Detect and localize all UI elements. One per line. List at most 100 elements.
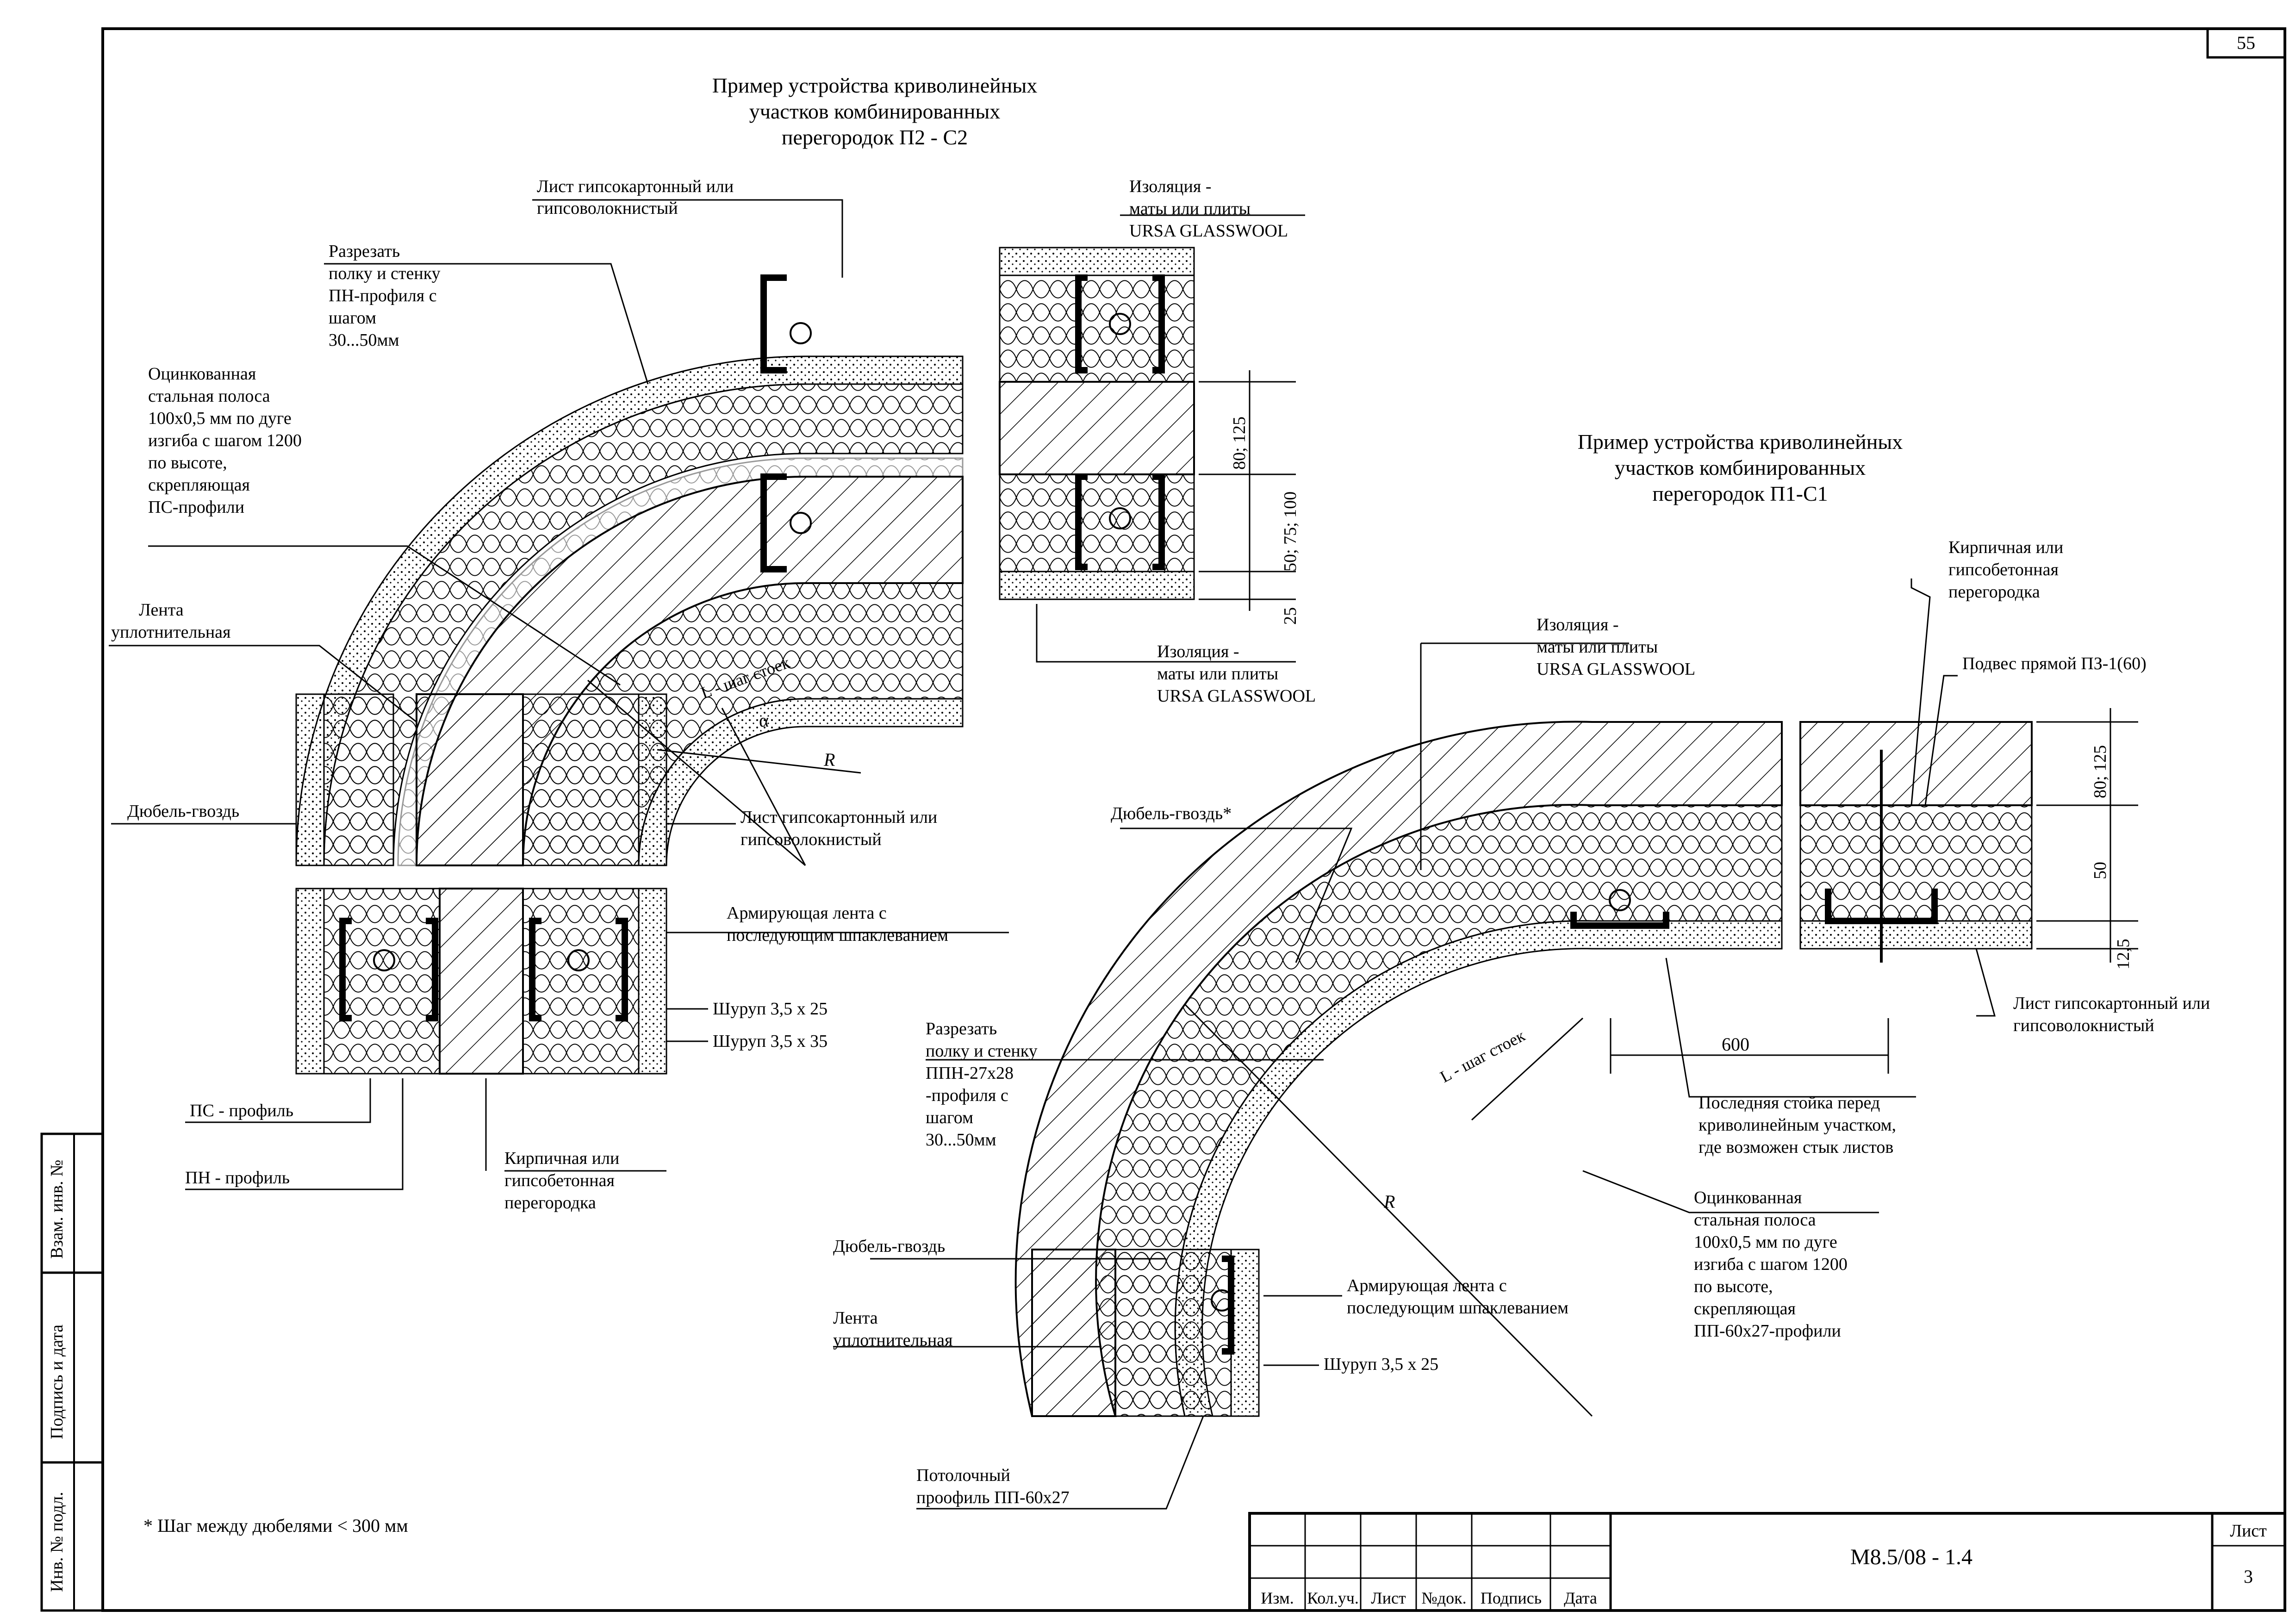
left-label-screw-2: Шуруп 3,5 х 35 <box>713 1032 828 1051</box>
right-label-dowel: Дюбель-гвоздь* <box>1111 804 1232 823</box>
left-label-gkl-bottom-2: гипсоволокнистый <box>740 830 882 849</box>
left-label-tape-2: уплотнительная <box>111 622 231 642</box>
right-label-ins-2: маты или плиты <box>1537 637 1658 657</box>
left-label-strip-3: 100х0,5 мм по дуге <box>148 409 292 428</box>
right-label-strip-7: ПП-60х27-профили <box>1694 1321 1841 1341</box>
right-label-ceiling-1: Потолочный <box>916 1466 1010 1485</box>
left-dim-1: 80; 125 <box>1230 417 1249 470</box>
left-label-brick-3: перегородка <box>504 1193 596 1213</box>
sheet-border <box>101 27 2286 1612</box>
left-label-strip-4: изгиба с шагом 1200 <box>148 431 302 450</box>
tb-col-list: Лист <box>1371 1589 1406 1607</box>
tb-col-ndok: №док. <box>1421 1589 1466 1607</box>
left-label-gkl-top-2: гипсоволокнистый <box>537 199 678 218</box>
title-block: Изм. Кол.уч. Лист №док. Подпись Дата М8.… <box>1248 1512 2286 1612</box>
right-label-hanger: Подвес прямой ПЗ-1(60) <box>1962 654 2147 673</box>
right-label-brick-3: перегородка <box>1948 582 2040 602</box>
left-label-brick-1: Кирпичная или <box>504 1149 619 1168</box>
footnote: * Шаг между дюбелями < 300 мм <box>143 1515 408 1536</box>
stamp-orig-inv: Инв. № подл. <box>47 1492 67 1592</box>
right-detail: Пример устройства криволинейных участков… <box>833 430 2210 1510</box>
right-title-2: участков комбинированных <box>1615 456 1866 479</box>
left-plan-section <box>295 888 667 1075</box>
right-label-strip-1: Оцинкованная <box>1694 1188 1802 1207</box>
left-leaders <box>109 199 1305 1190</box>
left-dimensions: 80; 125 50; 75; 100 25 <box>1199 370 1300 625</box>
left-label-gkl-top-1: Лист гипсокартонный или <box>537 177 734 196</box>
left-label-pn: ПН - профиль <box>185 1168 290 1188</box>
right-label-strip-2: стальная полоса <box>1694 1210 1816 1230</box>
tb-sheet-number: 3 <box>2244 1566 2253 1587</box>
left-dim-3: 25 <box>1281 607 1300 625</box>
tb-col-podpis: Подпись <box>1481 1589 1542 1607</box>
left-label-reinforce-2: последующим шпаклеванием <box>727 926 948 945</box>
right-label-tape-1: Лента <box>833 1308 878 1328</box>
left-label-strip-2: стальная полоса <box>148 386 270 406</box>
right-label-reinforce-1: Армирующая лента с <box>1347 1276 1507 1295</box>
right-title-3: перегородок П1-С1 <box>1652 482 1828 505</box>
right-vertical-section <box>1031 1249 1260 1417</box>
right-label-strip-6: скрепляющая <box>1694 1299 1796 1318</box>
right-label-cut-3: ППН-27х28 <box>926 1063 1014 1083</box>
left-label-cut-2: полку и стенку <box>329 264 441 283</box>
tb-code: М8.5/08 - 1.4 <box>1850 1545 1972 1569</box>
right-label-strip-4: изгиба с шагом 1200 <box>1694 1255 1848 1274</box>
page-number: 55 <box>2237 32 2255 53</box>
right-label-cut-2: полку и стенку <box>926 1041 1038 1061</box>
left-label-ins-top-3: URSA GLASSWOOL <box>1129 221 1288 241</box>
left-label-ins-top-1: Изоляция - <box>1129 177 1211 196</box>
left-label-strip-5: по высоте, <box>148 453 227 473</box>
right-label-ins-3: URSA GLASSWOOL <box>1537 659 1695 679</box>
left-label-cut-1: Разрезать <box>329 242 400 261</box>
left-label-strip-6: скрепляющая <box>148 475 250 495</box>
right-label-strip-3: 100х0,5 мм по дуге <box>1694 1232 1837 1252</box>
right-label-ins-1: Изоляция - <box>1537 615 1618 634</box>
left-label-cut-3: ПН-профиля с <box>329 286 437 305</box>
left-title-2: участков комбинированных <box>749 99 1000 123</box>
left-label-ins-bottom-3: URSA GLASSWOOL <box>1157 686 1316 706</box>
right-label-last-stud-1: Последняя стойка перед <box>1699 1093 1880 1113</box>
right-radius-label: R <box>1383 1191 1395 1212</box>
left-label-ps: ПС - профиль <box>190 1101 293 1120</box>
left-label-cut-4: шагом <box>329 308 376 328</box>
left-label-ins-bottom-1: Изоляция - <box>1157 642 1239 661</box>
right-label-cut-1: Разрезать <box>926 1019 997 1038</box>
left-label-tape-1: Лента <box>139 600 184 620</box>
right-label-tape-2: уплотнительная <box>833 1331 953 1350</box>
right-dim-3: 12,5 <box>2114 939 2133 970</box>
left-label-dowel: Дюбель-гвоздь <box>127 802 239 821</box>
right-label-reinforce-2: последующим шпаклеванием <box>1347 1298 1568 1318</box>
right-label-brick-1: Кирпичная или <box>1948 538 2063 557</box>
right-label-cut-4: -профиля с <box>926 1086 1008 1105</box>
left-label-gkl-bottom-1: Лист гипсокартонный или <box>740 808 937 827</box>
right-label-screw: Шуруп 3,5 х 25 <box>1324 1355 1438 1374</box>
left-angle-label: α <box>759 710 769 731</box>
right-straight-section <box>1799 721 2033 963</box>
left-label-ins-bottom-2: маты или плиты <box>1157 664 1278 684</box>
left-label-brick-2: гипсобетонная <box>504 1171 615 1190</box>
right-label-last-stud-3: где возможен стык листов <box>1699 1138 1893 1157</box>
side-stamp: Взам. инв. № Подпись и дата Инв. № подл. <box>40 1132 104 1612</box>
right-dim-2: 50 <box>2091 862 2110 879</box>
page-number-box <box>2206 27 2286 59</box>
left-straight-section <box>760 247 1195 600</box>
right-label-last-stud-2: криволинейным участком, <box>1699 1115 1896 1135</box>
left-title-3: перегородок П2 - С2 <box>782 125 968 149</box>
right-dimensions: 80; 125 50 12,5 600 <box>1610 708 2138 1074</box>
left-title-1: Пример устройства криволинейных <box>712 74 1038 97</box>
right-title-1: Пример устройства криволинейных <box>1578 430 1903 454</box>
right-step-label: L - шаг стоек <box>1437 1026 1528 1086</box>
right-dim-1: 80; 125 <box>2091 745 2110 798</box>
left-label-screw-1: Шуруп 3,5 х 25 <box>713 999 828 1019</box>
right-label-brick-2: гипсобетонная <box>1948 560 2059 579</box>
left-label-strip-1: Оцинкованная <box>148 364 256 384</box>
right-label-dowel2: Дюбель-гвоздь <box>833 1237 945 1256</box>
right-dim-600: 600 <box>1722 1034 1749 1055</box>
right-label-cut-6: 30...50мм <box>926 1130 996 1150</box>
left-radius-label: R <box>823 749 835 770</box>
right-label-strip-5: по высоте, <box>1694 1277 1773 1296</box>
tb-col-kolu: Кол.уч. <box>1307 1589 1359 1607</box>
left-label-strip-7: ПС-профили <box>148 497 244 517</box>
right-leaders <box>833 578 1996 1510</box>
